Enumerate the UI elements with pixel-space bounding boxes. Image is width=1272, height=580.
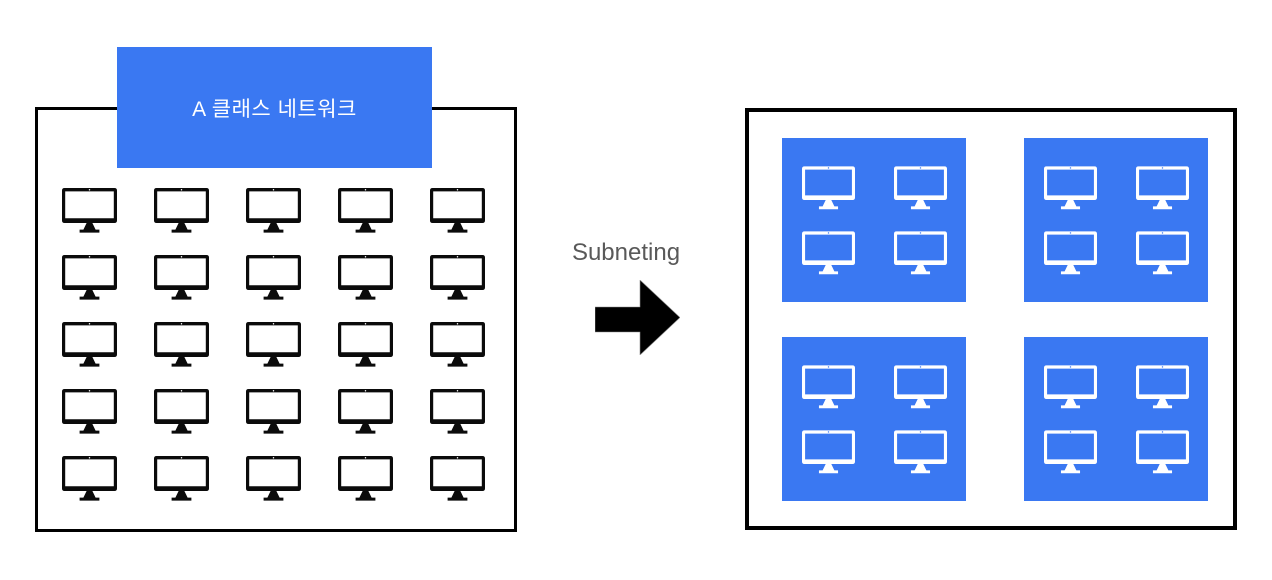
monitor-icon <box>1135 364 1189 408</box>
monitor-icon <box>430 456 485 501</box>
monitor-icon <box>246 255 301 300</box>
monitor-icon <box>430 389 485 434</box>
monitor-icon <box>338 389 393 434</box>
monitor-icon <box>801 165 855 209</box>
subnet-box <box>1024 337 1208 501</box>
monitor-icon <box>893 230 947 274</box>
monitor-icon <box>1043 165 1097 209</box>
monitor-icon <box>246 322 301 367</box>
monitor-icon <box>430 322 485 367</box>
subnet-box <box>1024 138 1208 302</box>
monitor-icon <box>154 188 209 233</box>
monitor-icon <box>338 322 393 367</box>
subnet-box <box>782 138 966 302</box>
subnet-box <box>782 337 966 501</box>
monitor-icon <box>893 165 947 209</box>
monitor-icon <box>154 389 209 434</box>
monitor-icon <box>801 230 855 274</box>
monitor-icon <box>246 389 301 434</box>
monitor-icon <box>62 456 117 501</box>
monitor-icon <box>430 188 485 233</box>
class-a-host-grid <box>62 188 485 501</box>
monitor-icon <box>338 456 393 501</box>
subneting-label: Subneting <box>571 239 681 266</box>
monitor-icon <box>1135 165 1189 209</box>
monitor-icon <box>154 322 209 367</box>
monitor-icon <box>338 255 393 300</box>
monitor-icon <box>62 188 117 233</box>
monitor-icon <box>1043 230 1097 274</box>
monitor-icon <box>154 456 209 501</box>
class-a-network-label: A 클래스 네트워크 <box>117 47 432 168</box>
monitor-icon <box>801 364 855 408</box>
monitor-icon <box>62 322 117 367</box>
monitor-icon <box>62 389 117 434</box>
monitor-icon <box>893 429 947 473</box>
monitor-icon <box>338 188 393 233</box>
monitor-icon <box>430 255 485 300</box>
monitor-icon <box>893 364 947 408</box>
monitor-icon <box>801 429 855 473</box>
monitor-icon <box>62 255 117 300</box>
right-arrow-icon <box>595 280 680 355</box>
monitor-icon <box>154 255 209 300</box>
monitor-icon <box>1135 230 1189 274</box>
monitor-icon <box>1135 429 1189 473</box>
subnetted-network-box <box>745 108 1237 530</box>
monitor-icon <box>1043 429 1097 473</box>
monitor-icon <box>1043 364 1097 408</box>
monitor-icon <box>246 456 301 501</box>
monitor-icon <box>246 188 301 233</box>
class-a-network-label-text: A 클래스 네트워크 <box>192 97 357 121</box>
